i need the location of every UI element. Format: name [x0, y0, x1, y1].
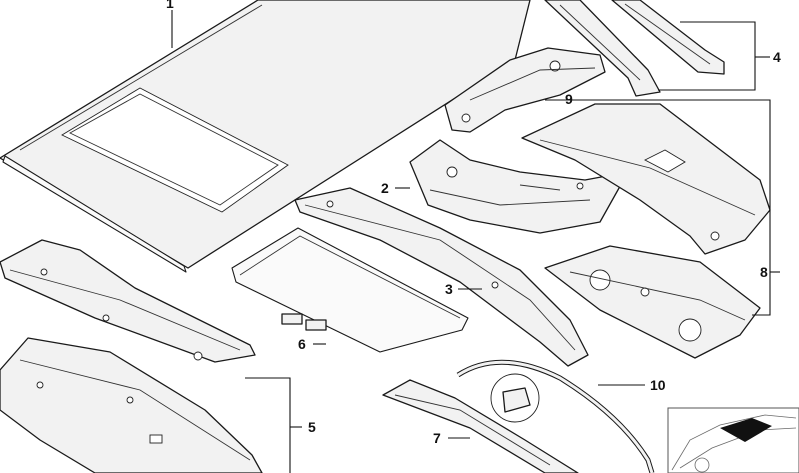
callout-3: 3 [445, 281, 453, 297]
part-sunroof-glass [231, 227, 469, 353]
callout-1: 1 [166, 0, 174, 11]
callout-9: 9 [565, 91, 573, 107]
leader-lines [171, 10, 780, 473]
part-seal-strip [456, 359, 655, 473]
part-lower-rail [382, 379, 579, 473]
callout-4: 4 [773, 49, 781, 65]
roof-highlight [720, 418, 772, 442]
part-rear-shelf-lower [544, 245, 761, 359]
part-cross-member [294, 187, 589, 367]
callout-2: 2 [381, 180, 389, 196]
part-roof-panel [0, 0, 531, 273]
part-bracket-upper [444, 47, 606, 133]
part-rear-shelf-upper [521, 103, 771, 255]
part-cowl-rail [0, 239, 256, 363]
callout-7: 7 [433, 430, 441, 446]
car-inset-thumbnail [667, 407, 799, 473]
part-roof-frame-strip [544, 0, 725, 97]
part-floor-panel [0, 337, 263, 473]
callout-5: 5 [308, 419, 316, 435]
callout-8: 8 [760, 264, 768, 280]
callout-10: 10 [650, 377, 666, 393]
callout-6: 6 [298, 336, 306, 352]
